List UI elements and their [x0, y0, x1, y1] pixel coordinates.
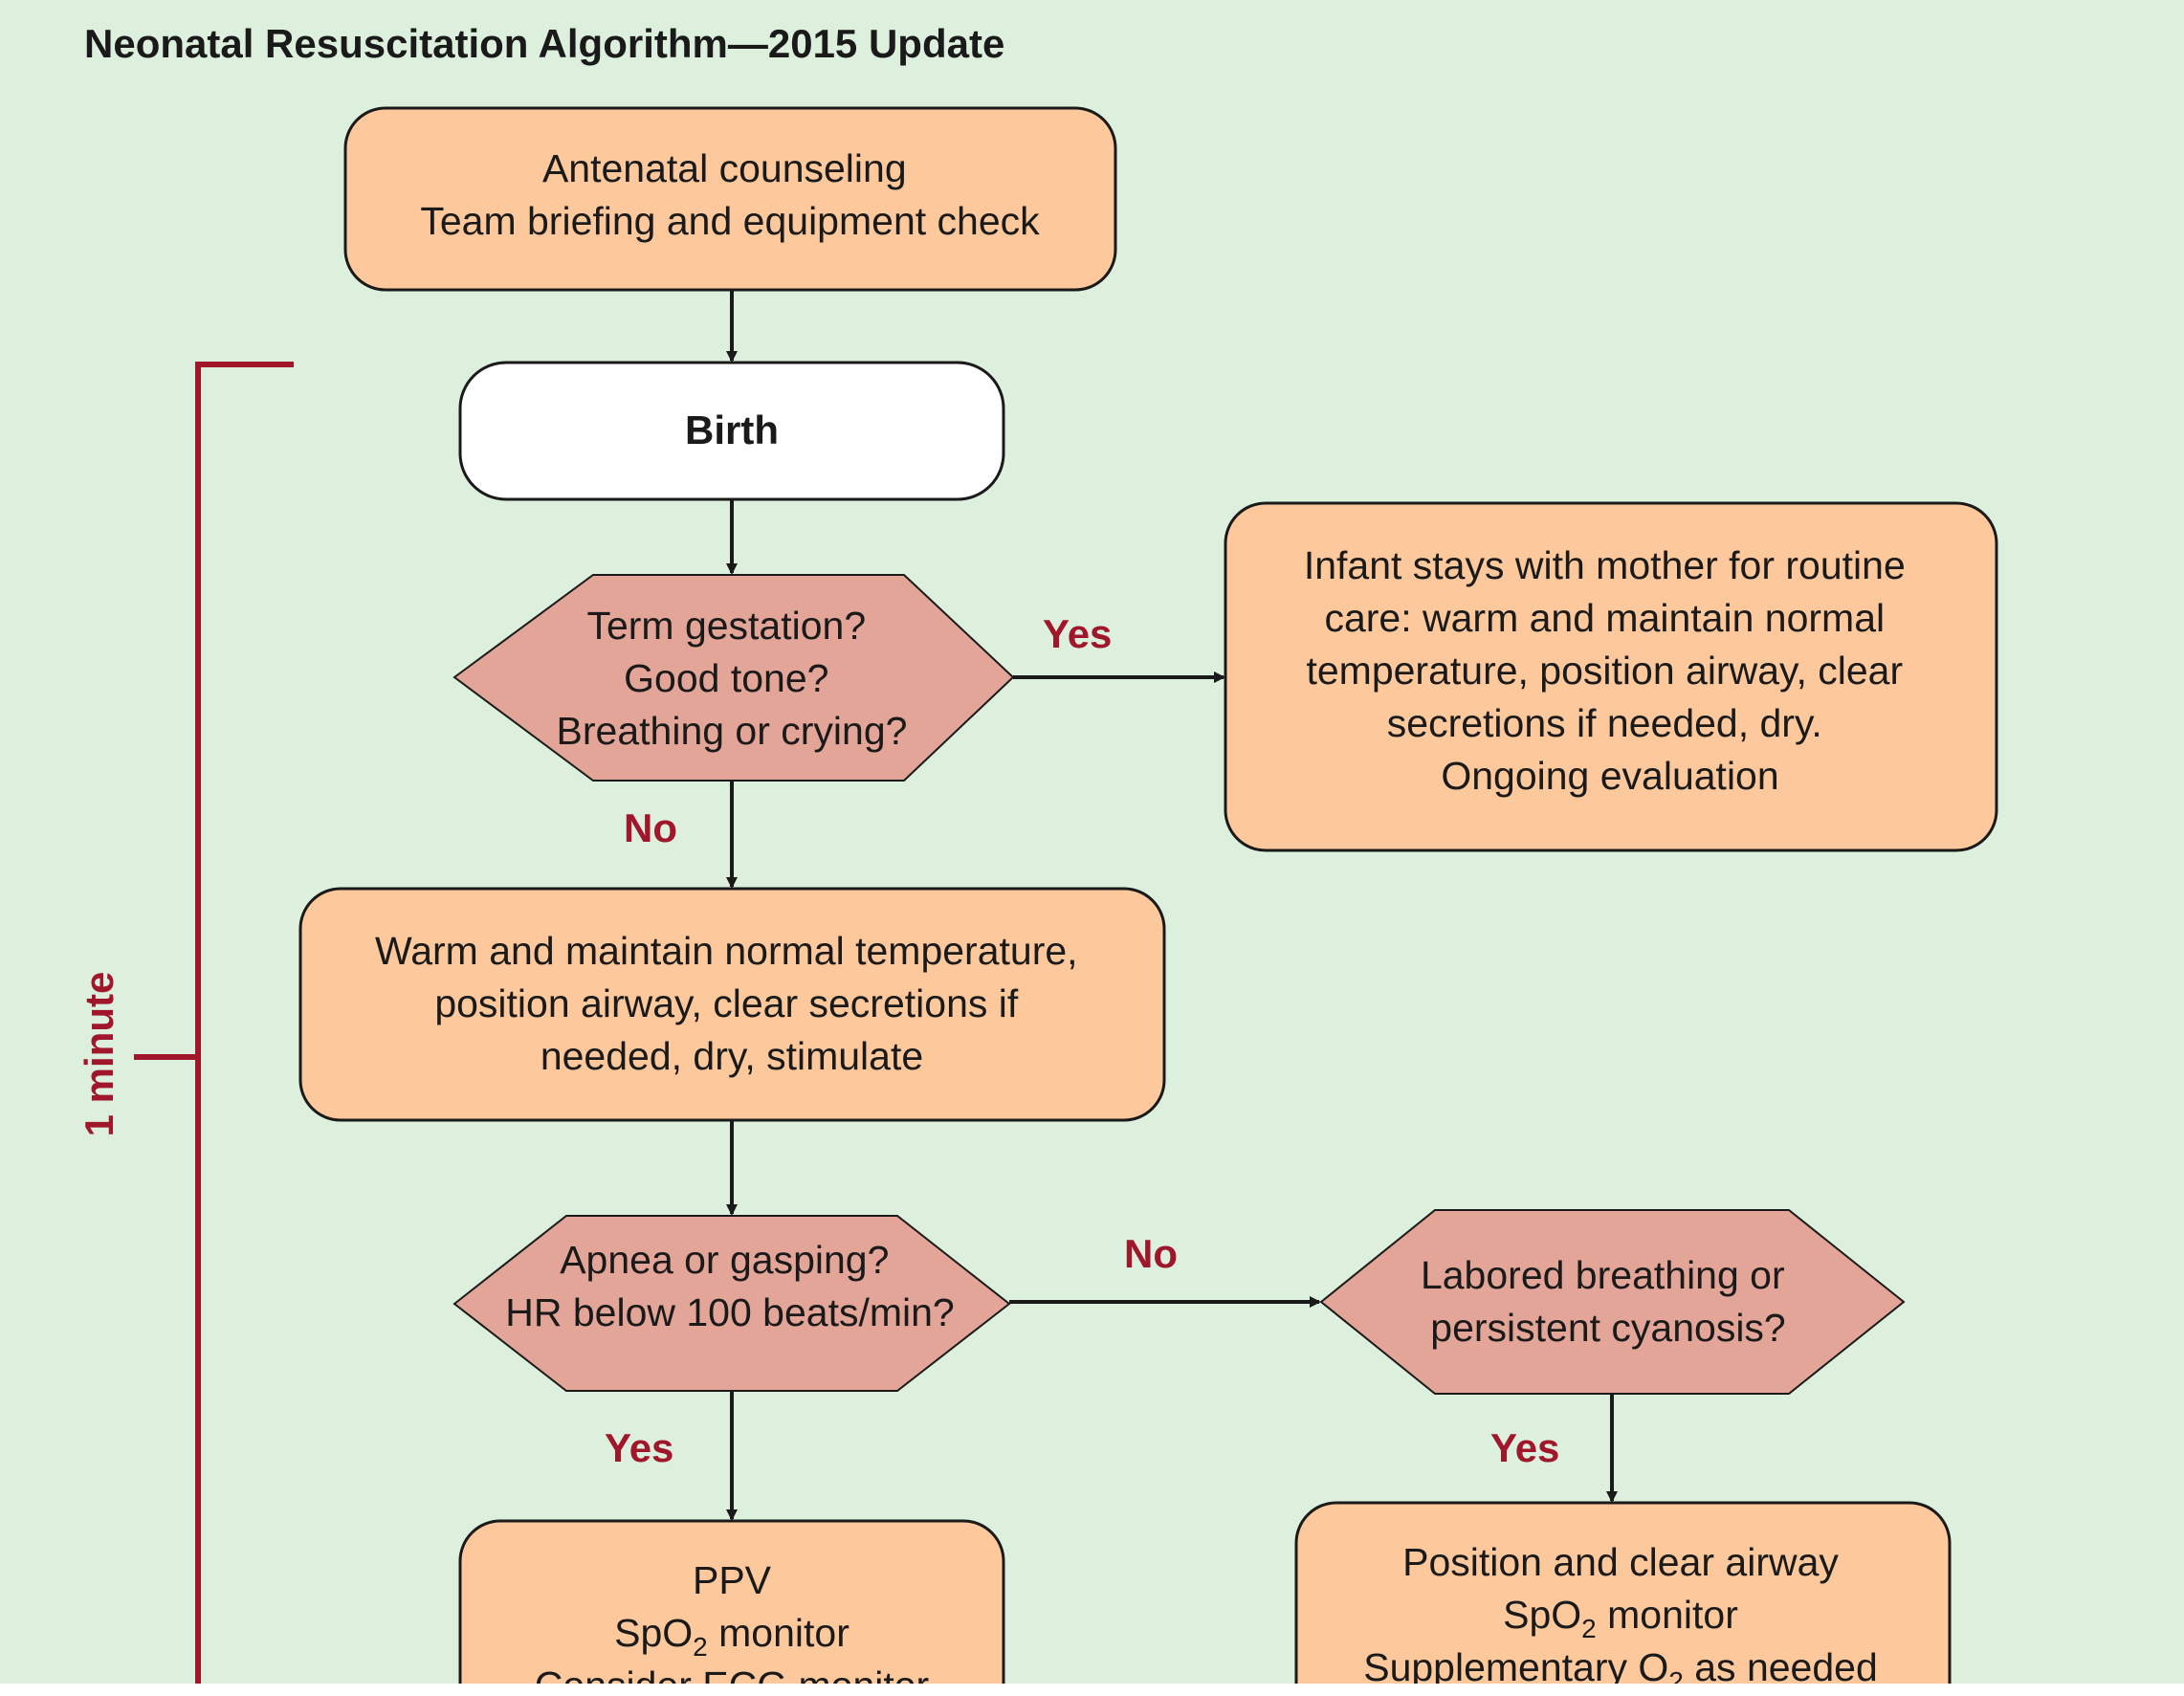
diagram-title: Neonatal Resuscitation Algorithm—2015 Up…: [84, 21, 1004, 66]
routine-care-line-1: Infant stays with mother for routine: [1304, 543, 1906, 587]
edge-label-term-no: No: [624, 805, 677, 850]
edge-label-labored-yes: Yes: [1490, 1425, 1559, 1470]
position-airway-spo2-prefix: SpO: [1503, 1593, 1581, 1637]
position-airway-spo2-subscript: 2: [1581, 1614, 1597, 1643]
svg-text:SpO2 monitor: SpO2 monitor: [1503, 1593, 1738, 1643]
position-airway-line-1: Position and clear airway: [1402, 1540, 1839, 1584]
routine-care-line-5: Ongoing evaluation: [1441, 754, 1778, 798]
position-airway-o2-prefix: Supplementary O: [1363, 1645, 1668, 1689]
svg-text:Infant stays with mother for r: Infant stays with mother for routine car…: [1304, 543, 1916, 798]
routine-care-line-3: temperature, position airway, clear: [1306, 649, 1903, 693]
term-check-line-2: Good tone?: [624, 656, 828, 700]
edge-label-term-yes: Yes: [1043, 611, 1112, 656]
term-check-line-1: Term gestation?: [586, 604, 866, 648]
node-routine-care: Infant stays with mother for routine car…: [1224, 501, 1998, 852]
svg-text:Apnea or gasping? HR bel: Apnea or gasping? HR below 100 beats/min…: [505, 1238, 954, 1334]
svg-text:Supplementary O2 as needed: Supplementary O2 as needed: [1363, 1645, 1878, 1696]
birth-label: Birth: [685, 407, 779, 452]
labored-check-line-2: persistent cyanosis?: [1430, 1306, 1785, 1350]
timeline-bracket: [134, 362, 294, 1696]
node-ppv: PPV SpO2 monitor Consider ECG monitor: [458, 1519, 1005, 1696]
svg-text:Position and clear airway: Position and clear airway: [1402, 1540, 1839, 1584]
svg-text:Term gestation? Good ton: Term gestation? Good tone? Breathing or …: [557, 604, 908, 753]
apnea-check-line-1: Apnea or gasping?: [560, 1238, 889, 1282]
position-airway-spo2-suffix: monitor: [1597, 1593, 1738, 1637]
decision-term-check: Term gestation? Good tone? Breathing or …: [452, 574, 1015, 782]
timeline-label: 1 minute: [77, 972, 121, 1137]
apnea-check-line-2: HR below 100 beats/min?: [505, 1290, 954, 1334]
node-warm-stimulate: Warm and maintain normal temperature, po…: [298, 887, 1166, 1122]
svg-text:Antenatal counseling Tea: Antenatal counseling Team briefing and e…: [420, 146, 1040, 243]
svg-text:SpO2 monitor: SpO2 monitor: [614, 1611, 849, 1662]
routine-care-line-4: secretions if needed, dry.: [1387, 701, 1822, 745]
antenatal-line-2: Team briefing and equipment check: [420, 199, 1040, 243]
ppv-spo2-subscript: 2: [693, 1632, 708, 1662]
decision-apnea-check: Apnea or gasping? HR below 100 beats/min…: [452, 1215, 1011, 1392]
node-birth: Birth: [458, 361, 1005, 501]
warm-stimulate-line-1: Warm and maintain normal temperature,: [375, 929, 1078, 973]
ppv-spo2-prefix: SpO: [614, 1611, 693, 1655]
bottom-margin: [0, 1684, 2184, 1696]
svg-text:Labored breathing or per: Labored breathing or persistent cyanosis…: [1421, 1253, 1796, 1350]
labored-check-line-1: Labored breathing or: [1421, 1253, 1785, 1297]
decision-labored-check: Labored breathing or persistent cyanosis…: [1319, 1209, 1906, 1395]
position-airway-o2-suffix: as needed: [1684, 1645, 1878, 1689]
svg-text:Warm and maintain normal tempe: Warm and maintain normal temperature, po…: [375, 929, 1089, 1078]
edge-label-apnea-yes: Yes: [605, 1425, 673, 1470]
warm-stimulate-line-2: position airway, clear secretions if: [434, 981, 1019, 1025]
warm-stimulate-line-3: needed, dry, stimulate: [540, 1034, 923, 1078]
edge-label-apnea-no: No: [1124, 1231, 1178, 1276]
node-antenatal: Antenatal counseling Team briefing and e…: [343, 106, 1117, 292]
ppv-line-1: PPV: [693, 1558, 772, 1602]
svg-text:PPV: PPV: [693, 1558, 772, 1602]
ppv-spo2-suffix: monitor: [708, 1611, 849, 1655]
antenatal-line-1: Antenatal counseling: [542, 146, 907, 190]
term-check-line-3: Breathing or crying?: [557, 709, 908, 753]
node-position-airway: Position and clear airway SpO2 monitor S…: [1294, 1501, 1952, 1696]
routine-care-line-2: care: warm and maintain normal: [1324, 596, 1885, 640]
